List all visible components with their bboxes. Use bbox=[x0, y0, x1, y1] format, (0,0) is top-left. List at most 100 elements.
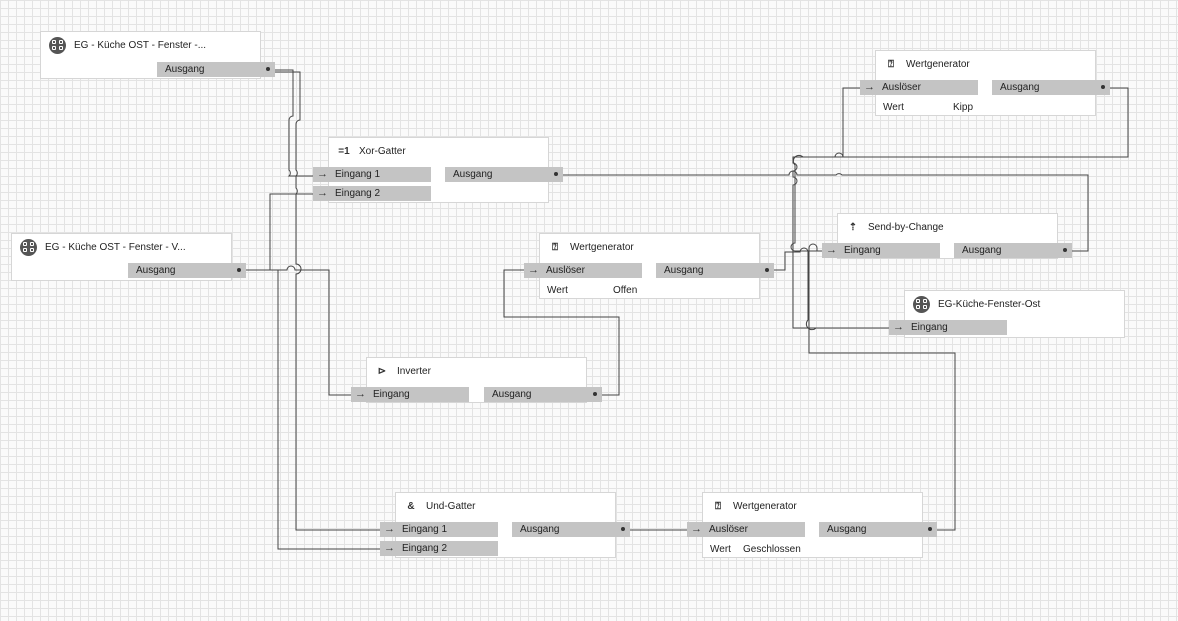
wire-left-to-und-in2 bbox=[242, 269, 392, 550]
input-arrow-icon: → bbox=[317, 168, 328, 180]
node-title: EG - Küche OST - Fenster -... bbox=[74, 39, 207, 51]
output-port-ausgang[interactable]: Ausgang bbox=[512, 522, 630, 537]
port-label: Eingang 2 bbox=[402, 543, 448, 554]
port-label: Eingang 1 bbox=[335, 169, 381, 180]
node-header: ⍰ Wertgenerator bbox=[876, 51, 1095, 77]
input-arrow-icon: → bbox=[691, 523, 702, 535]
output-port-ausgang[interactable]: Ausgang bbox=[992, 80, 1110, 95]
wire-left-to-xor-in2 bbox=[242, 193, 325, 271]
port-label: Auslöser bbox=[709, 524, 748, 535]
wire-left-to-inverter bbox=[242, 265, 362, 396]
input-port-ausloeser[interactable]: → Auslöser bbox=[687, 522, 805, 537]
input-port-eingang[interactable]: → Eingang bbox=[889, 320, 1007, 335]
node-header: ⍰ Wertgenerator bbox=[540, 234, 759, 260]
port-label: Eingang bbox=[373, 389, 410, 400]
output-dot-icon bbox=[593, 392, 597, 396]
output-port-ausgang[interactable]: Ausgang bbox=[157, 62, 275, 77]
output-port-ausgang[interactable]: Ausgang bbox=[484, 387, 602, 402]
input-arrow-icon: → bbox=[528, 264, 539, 276]
output-port-ausgang[interactable]: Ausgang bbox=[445, 167, 563, 182]
input-arrow-icon: → bbox=[384, 542, 395, 554]
output-dot-icon bbox=[1101, 85, 1105, 89]
input-arrow-icon: → bbox=[317, 187, 328, 199]
input-arrow-icon: → bbox=[826, 244, 837, 256]
input-port-ausloeser[interactable]: → Auslöser bbox=[860, 80, 978, 95]
param-wert[interactable]: Wert Geschlossen bbox=[710, 542, 910, 557]
wire-kipp-to-ost bbox=[792, 87, 1129, 329]
node-header: ⊳ Inverter bbox=[367, 358, 586, 384]
port-label: Ausgang bbox=[165, 64, 205, 75]
xor-icon: =1 bbox=[338, 145, 350, 157]
node-header: ⍰ Wertgenerator bbox=[703, 493, 922, 519]
node-header: EG-Küche-Fenster-Ost bbox=[905, 291, 1124, 317]
node-title: EG-Küche-Fenster-Ost bbox=[938, 298, 1041, 310]
wire-top-to-xor-in1 bbox=[272, 69, 325, 177]
wire-top-to-und-in1 bbox=[272, 71, 392, 531]
param-value: Kipp bbox=[953, 102, 974, 113]
input-port-eingang-2[interactable]: → Eingang 2 bbox=[380, 541, 498, 556]
param-name: Wert bbox=[547, 285, 568, 296]
output-dot-icon bbox=[928, 527, 932, 531]
param-value: Offen bbox=[613, 285, 638, 296]
input-port-eingang-2[interactable]: → Eingang 2 bbox=[313, 186, 431, 201]
input-arrow-icon: → bbox=[864, 81, 875, 93]
node-header: EG - Küche OST - Fenster - V... bbox=[12, 234, 231, 260]
input-port-eingang-1[interactable]: → Eingang 1 bbox=[380, 522, 498, 537]
device-grid-icon bbox=[913, 295, 930, 313]
device-grid-icon bbox=[49, 36, 66, 54]
port-label: Auslöser bbox=[546, 265, 585, 276]
output-port-ausgang[interactable]: Ausgang bbox=[656, 263, 774, 278]
port-label: Ausgang bbox=[664, 265, 704, 276]
value-generator-icon: ⍰ bbox=[552, 241, 558, 253]
param-wert[interactable]: Wert Kipp bbox=[883, 100, 1083, 115]
input-port-eingang-1[interactable]: → Eingang 1 bbox=[313, 167, 431, 182]
node-header: =1 Xor-Gatter bbox=[329, 138, 548, 164]
node-title: EG - Küche OST - Fenster - V... bbox=[45, 241, 186, 253]
node-title: Xor-Gatter bbox=[359, 145, 406, 157]
node-header: & Und-Gatter bbox=[396, 493, 615, 519]
param-name: Wert bbox=[710, 544, 731, 555]
input-arrow-icon: → bbox=[355, 388, 366, 400]
param-name: Wert bbox=[883, 102, 904, 113]
port-label: Eingang 2 bbox=[335, 188, 381, 199]
port-label: Eingang bbox=[911, 322, 948, 333]
input-port-eingang[interactable]: → Eingang bbox=[351, 387, 469, 402]
output-port-ausgang[interactable]: Ausgang bbox=[819, 522, 937, 537]
param-wert[interactable]: Wert Offen bbox=[547, 283, 747, 298]
value-generator-icon: ⍰ bbox=[888, 58, 894, 70]
port-label: Ausgang bbox=[962, 245, 1002, 256]
output-dot-icon bbox=[621, 527, 625, 531]
send-by-change-icon: ⇡ bbox=[848, 221, 858, 233]
input-arrow-icon: → bbox=[384, 523, 395, 535]
wire-offen-to-ost bbox=[770, 247, 817, 331]
port-label: Ausgang bbox=[827, 524, 867, 535]
output-dot-icon bbox=[1063, 248, 1067, 252]
output-port-ausgang[interactable]: Ausgang bbox=[954, 243, 1072, 258]
input-arrow-icon: → bbox=[893, 321, 904, 333]
inverter-icon: ⊳ bbox=[377, 365, 387, 377]
port-label: Ausgang bbox=[136, 265, 176, 276]
port-label: Ausgang bbox=[492, 389, 532, 400]
node-title: Wertgenerator bbox=[906, 58, 970, 70]
wire-inverter-to-offen bbox=[503, 269, 620, 396]
wire-xor-to-sbc bbox=[557, 170, 1089, 252]
wire-geschlossen-to-sbc bbox=[808, 243, 956, 531]
port-label: Ausgang bbox=[1000, 82, 1040, 93]
input-port-eingang[interactable]: → Eingang bbox=[822, 243, 940, 258]
output-port-ausgang[interactable]: Ausgang bbox=[128, 263, 246, 278]
input-port-ausloeser[interactable]: → Auslöser bbox=[524, 263, 642, 278]
node-title: Und-Gatter bbox=[426, 500, 476, 512]
port-label: Ausgang bbox=[520, 524, 560, 535]
port-label: Ausgang bbox=[453, 169, 493, 180]
output-dot-icon bbox=[765, 268, 769, 272]
output-dot-icon bbox=[554, 172, 558, 176]
output-dot-icon bbox=[266, 67, 270, 71]
output-dot-icon bbox=[237, 268, 241, 272]
node-title: Wertgenerator bbox=[733, 500, 797, 512]
node-title: Send-by-Change bbox=[868, 221, 944, 233]
port-label: Eingang bbox=[844, 245, 881, 256]
and-icon: & bbox=[407, 500, 415, 512]
port-label: Eingang 1 bbox=[402, 524, 448, 535]
